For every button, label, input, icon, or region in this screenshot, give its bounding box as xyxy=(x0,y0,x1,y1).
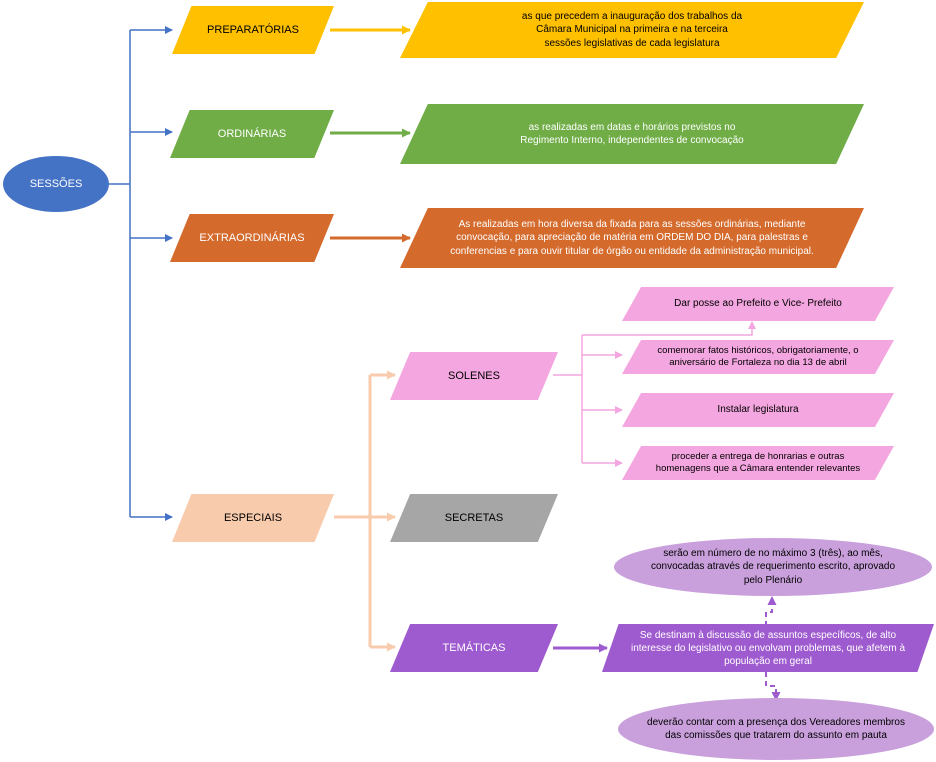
solenes-item-posse: Dar posse ao Prefeito e Vice- Prefeito xyxy=(622,287,894,321)
desc-extraordinarias: As realizadas em hora diversa da fixada … xyxy=(400,208,864,268)
node-solenes: SOLENES xyxy=(390,352,558,400)
node-especiais: ESPECIAIS xyxy=(172,494,334,542)
node-preparatorias: PREPARATÓRIAS xyxy=(172,6,334,54)
node-extraordinarias: EXTRAORDINÁRIAS xyxy=(170,214,334,262)
tematicas-note-bottom: deverão contar com a presença dos Veread… xyxy=(618,698,934,760)
node-ordinarias: ORDINÁRIAS xyxy=(170,110,334,158)
desc-tematicas: Se destinam à discussão de assuntos espe… xyxy=(602,624,934,672)
node-secretas: SECRETAS xyxy=(390,494,558,542)
solenes-item-honrarias: proceder a entrega de honrarias e outras… xyxy=(622,446,894,480)
solenes-item-legislatura: Instalar legislatura xyxy=(622,393,894,427)
desc-preparatorias: as que precedem a inauguração dos trabal… xyxy=(400,2,864,58)
root-node-sessoes: SESSÕES xyxy=(3,156,109,212)
desc-ordinarias: as realizadas em datas e horários previs… xyxy=(400,104,864,164)
node-tematicas: TEMÁTICAS xyxy=(390,624,558,672)
solenes-item-comemorar: comemorar fatos históricos, obrigatoriam… xyxy=(622,340,894,374)
tematicas-note-top: serão em número de no máximo 3 (três), a… xyxy=(614,538,932,596)
